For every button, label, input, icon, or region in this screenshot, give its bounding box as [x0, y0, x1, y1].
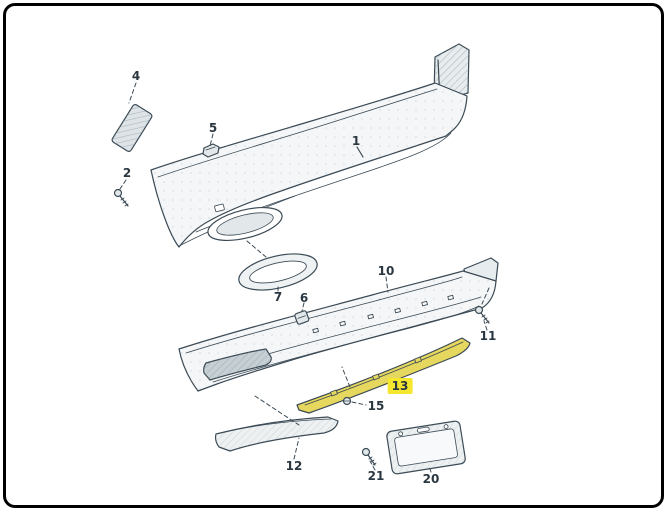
part-label-20: 20 — [422, 472, 440, 486]
leader-part1 — [356, 146, 364, 158]
lower-bumper-top-crease — [185, 276, 463, 354]
part-label-15: 15 — [367, 399, 385, 413]
clip-tick — [312, 327, 319, 334]
part-label-7: 7 — [273, 290, 283, 304]
oval-trim-inner — [249, 260, 307, 284]
leader-part20 — [428, 465, 432, 473]
leader-tab-to-part11 — [481, 287, 490, 305]
clip-part15 — [342, 396, 352, 406]
upper-bumper-top-crease — [157, 88, 438, 178]
bracket-hole — [398, 431, 404, 437]
screw-shaft — [367, 454, 376, 466]
screw-threads — [120, 197, 129, 207]
lower-bumper-lower-crease — [212, 305, 480, 383]
trim-strip-clip — [414, 356, 422, 364]
leader-oval-to-part7 — [246, 240, 267, 258]
clip-tick — [447, 294, 454, 301]
bracket-slot — [416, 426, 430, 433]
screw-part11 — [474, 305, 490, 324]
clip-tick — [367, 313, 374, 320]
bumper-oval-recess-inner — [216, 212, 274, 236]
clip-detail — [297, 315, 306, 319]
leader-part4 — [128, 82, 137, 104]
upper-bumper-cover — [150, 43, 470, 248]
trim-strip-part13-highlighted — [296, 337, 471, 414]
screw-part21 — [361, 447, 377, 466]
clip-tick — [394, 307, 401, 314]
part-label-10: 10 — [377, 264, 395, 278]
screw-head — [113, 188, 123, 198]
trim-strip-clip — [330, 389, 338, 397]
leader-part5 — [209, 133, 214, 147]
screw-shaft — [480, 312, 490, 324]
clip-detail — [205, 146, 216, 151]
screw-head — [361, 447, 371, 457]
part-label-13-highlighted: 13 — [387, 378, 413, 394]
leader-part21 — [369, 460, 376, 471]
leader-strip-to-bumper — [341, 366, 351, 388]
oval-trim-part7 — [238, 253, 318, 291]
part-label-11: 11 — [479, 329, 497, 343]
leader-part10 — [385, 276, 389, 293]
leader-lines — [119, 82, 490, 473]
part-label-2: 2 — [122, 166, 132, 180]
upper-bumper-stipple — [151, 83, 467, 247]
leader-bumper-to-part12 — [254, 395, 300, 426]
part-label-4: 4 — [131, 69, 141, 83]
bracket-inner-panel — [394, 428, 458, 467]
bracket-hole — [443, 424, 449, 430]
trim-strip-crease — [304, 341, 464, 406]
clip-body — [294, 310, 310, 325]
part-label-6: 6 — [299, 291, 309, 305]
leader-part6 — [301, 302, 305, 312]
pad-hatch — [112, 104, 152, 152]
license-bracket-part20 — [386, 420, 466, 475]
part-label-21: 21 — [367, 469, 385, 483]
screw-threads — [481, 314, 490, 324]
part-label-12: 12 — [285, 459, 303, 473]
sensor-hole — [214, 203, 225, 213]
leader-part2 — [119, 179, 127, 190]
leader-part15 — [351, 401, 367, 406]
screw-part2 — [113, 188, 129, 207]
clip-tick — [339, 320, 346, 327]
reflector-hatch — [203, 349, 272, 380]
lower-trim-hatch — [215, 417, 338, 451]
part-label-1: 1 — [351, 134, 361, 148]
lower-trim-part12 — [215, 416, 339, 452]
screw-shaft — [119, 195, 129, 207]
part-label-5: 5 — [208, 121, 218, 135]
clip-tick-row — [312, 294, 454, 334]
clip-part5 — [202, 143, 220, 158]
lower-trim-crease — [223, 418, 332, 433]
clip-tick — [421, 300, 428, 307]
leader-part12 — [293, 437, 300, 460]
screw-threads — [368, 456, 377, 466]
leader-part11 — [483, 320, 488, 331]
clip-part6 — [294, 310, 310, 325]
trim-strip-clip — [372, 373, 380, 381]
pad-part4 — [111, 104, 153, 152]
lower-bumper — [178, 257, 499, 392]
screw-head — [474, 305, 484, 315]
